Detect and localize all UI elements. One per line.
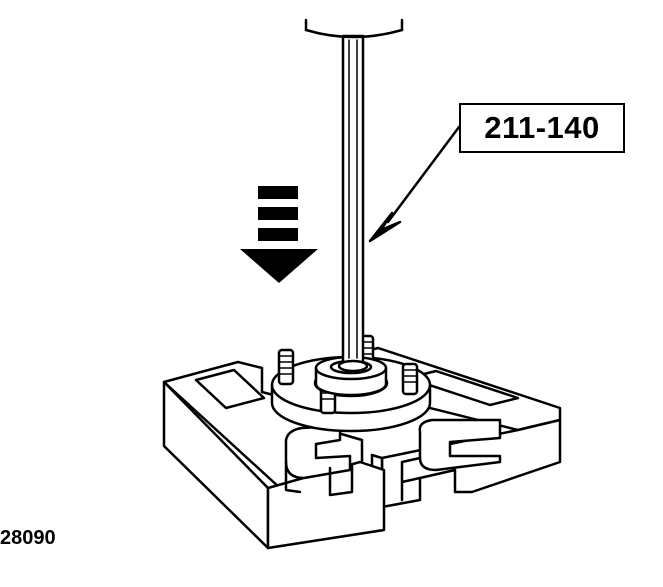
tool-callout-label: 211-140 (484, 110, 600, 145)
left-support-block (162, 360, 386, 550)
down-arrow-icon (240, 186, 318, 283)
bearing-ring (314, 355, 388, 397)
callout-leader-arrow (368, 125, 461, 243)
figure-id-label: 28090 (0, 527, 56, 549)
tool-callout-box: 211-140 (459, 103, 625, 153)
tool-shaft-211-140 (304, 18, 404, 373)
